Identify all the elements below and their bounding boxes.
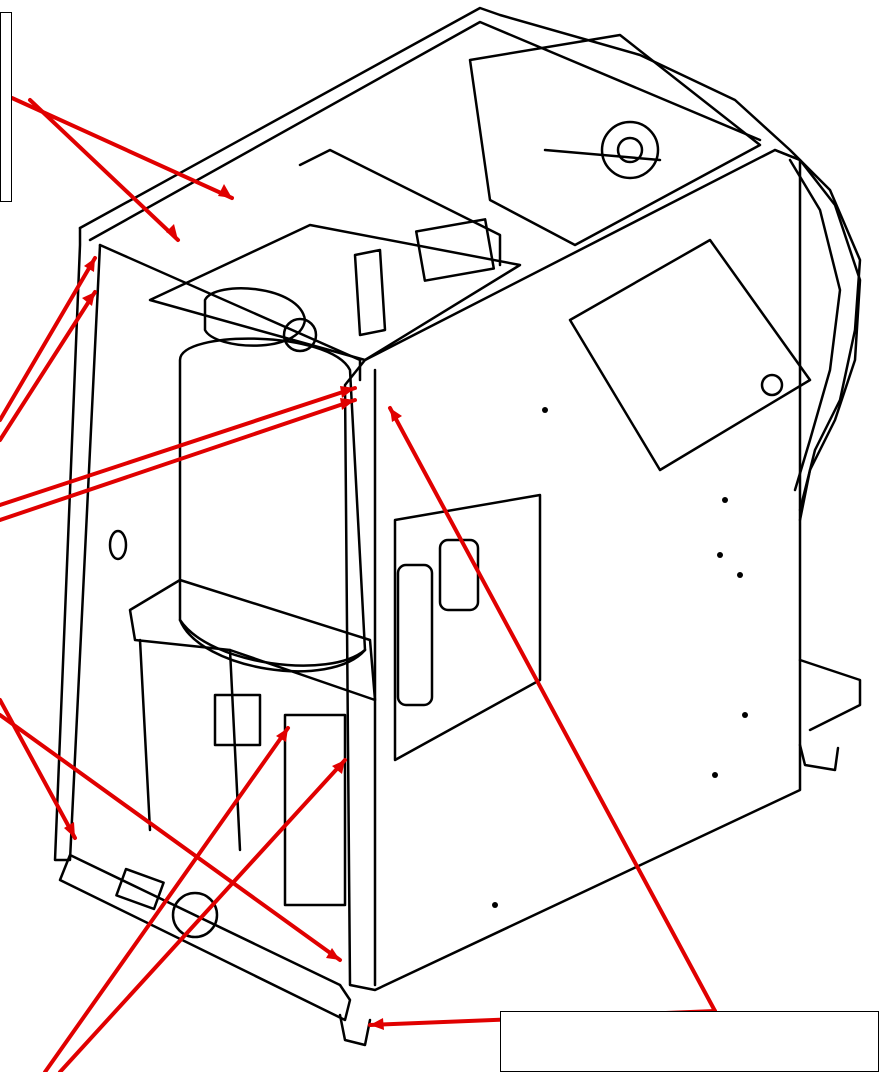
screw-hole xyxy=(737,572,743,578)
arrow-line xyxy=(388,406,717,1013)
top-plate xyxy=(148,223,522,362)
hood-inner xyxy=(788,158,842,492)
lower-capacitor xyxy=(213,693,262,747)
screw-hole xyxy=(492,902,498,908)
window-knob xyxy=(760,373,784,397)
callout-box-top-left xyxy=(0,12,12,202)
cylinder-tank xyxy=(178,337,367,673)
foot-right xyxy=(798,743,840,772)
front-knob xyxy=(171,891,219,939)
lower-frame-left xyxy=(138,638,152,832)
arrowhead xyxy=(166,224,178,240)
mid-shelf xyxy=(128,578,377,702)
lower-pcb xyxy=(283,713,347,907)
upright-bracket xyxy=(298,148,502,267)
pulley-wheel xyxy=(600,120,660,180)
base-front xyxy=(58,853,352,1022)
left-side-panel xyxy=(53,226,102,862)
screw-hole xyxy=(722,497,728,503)
middle-compartment xyxy=(393,493,542,762)
screw-hole xyxy=(717,552,723,558)
right-curved-hood xyxy=(773,148,862,522)
pulley-hub xyxy=(616,136,644,164)
arrowhead xyxy=(84,258,95,272)
arrow-line xyxy=(43,726,290,1074)
screw-hole xyxy=(712,772,718,778)
arrow-line xyxy=(10,96,234,200)
filter-canister-1 xyxy=(396,563,434,707)
lower-frame-mid xyxy=(228,648,242,852)
arrowhead xyxy=(390,408,402,422)
arrowhead xyxy=(332,760,345,774)
arrowhead xyxy=(276,728,288,742)
gear-mechanism xyxy=(468,33,762,247)
arrowhead xyxy=(64,822,75,838)
arrow-line xyxy=(0,256,97,422)
arrowhead xyxy=(340,398,355,410)
drive-shaft xyxy=(543,148,662,162)
valve-stack xyxy=(353,248,387,337)
top-rim xyxy=(78,6,862,512)
arrowhead xyxy=(218,184,232,198)
arrowhead xyxy=(370,1018,384,1030)
screw-hole xyxy=(542,407,548,413)
screw-hole xyxy=(742,712,748,718)
side-hole xyxy=(108,529,128,561)
arrowhead xyxy=(326,948,340,960)
arrowhead xyxy=(82,292,95,306)
arrow-line xyxy=(0,290,97,442)
arrow-line xyxy=(58,758,347,1074)
base-skid xyxy=(798,658,862,732)
filter-canister-2 xyxy=(438,538,480,612)
cylinder-bottom xyxy=(178,618,367,667)
arrow-line xyxy=(0,713,342,962)
relay-block xyxy=(414,218,496,282)
arrow-line xyxy=(0,386,357,507)
access-window xyxy=(568,238,812,472)
left-panel-inner xyxy=(98,243,362,382)
arrowhead xyxy=(340,386,355,398)
back-panel-edge xyxy=(88,20,762,242)
rocker-switch xyxy=(115,867,165,911)
arrow-line xyxy=(0,398,357,522)
foot-left xyxy=(338,1013,372,1047)
arrow-line xyxy=(28,98,180,242)
motor-end xyxy=(282,317,318,353)
front-panel xyxy=(343,148,802,992)
callout-box-bottom-right xyxy=(500,1011,879,1072)
